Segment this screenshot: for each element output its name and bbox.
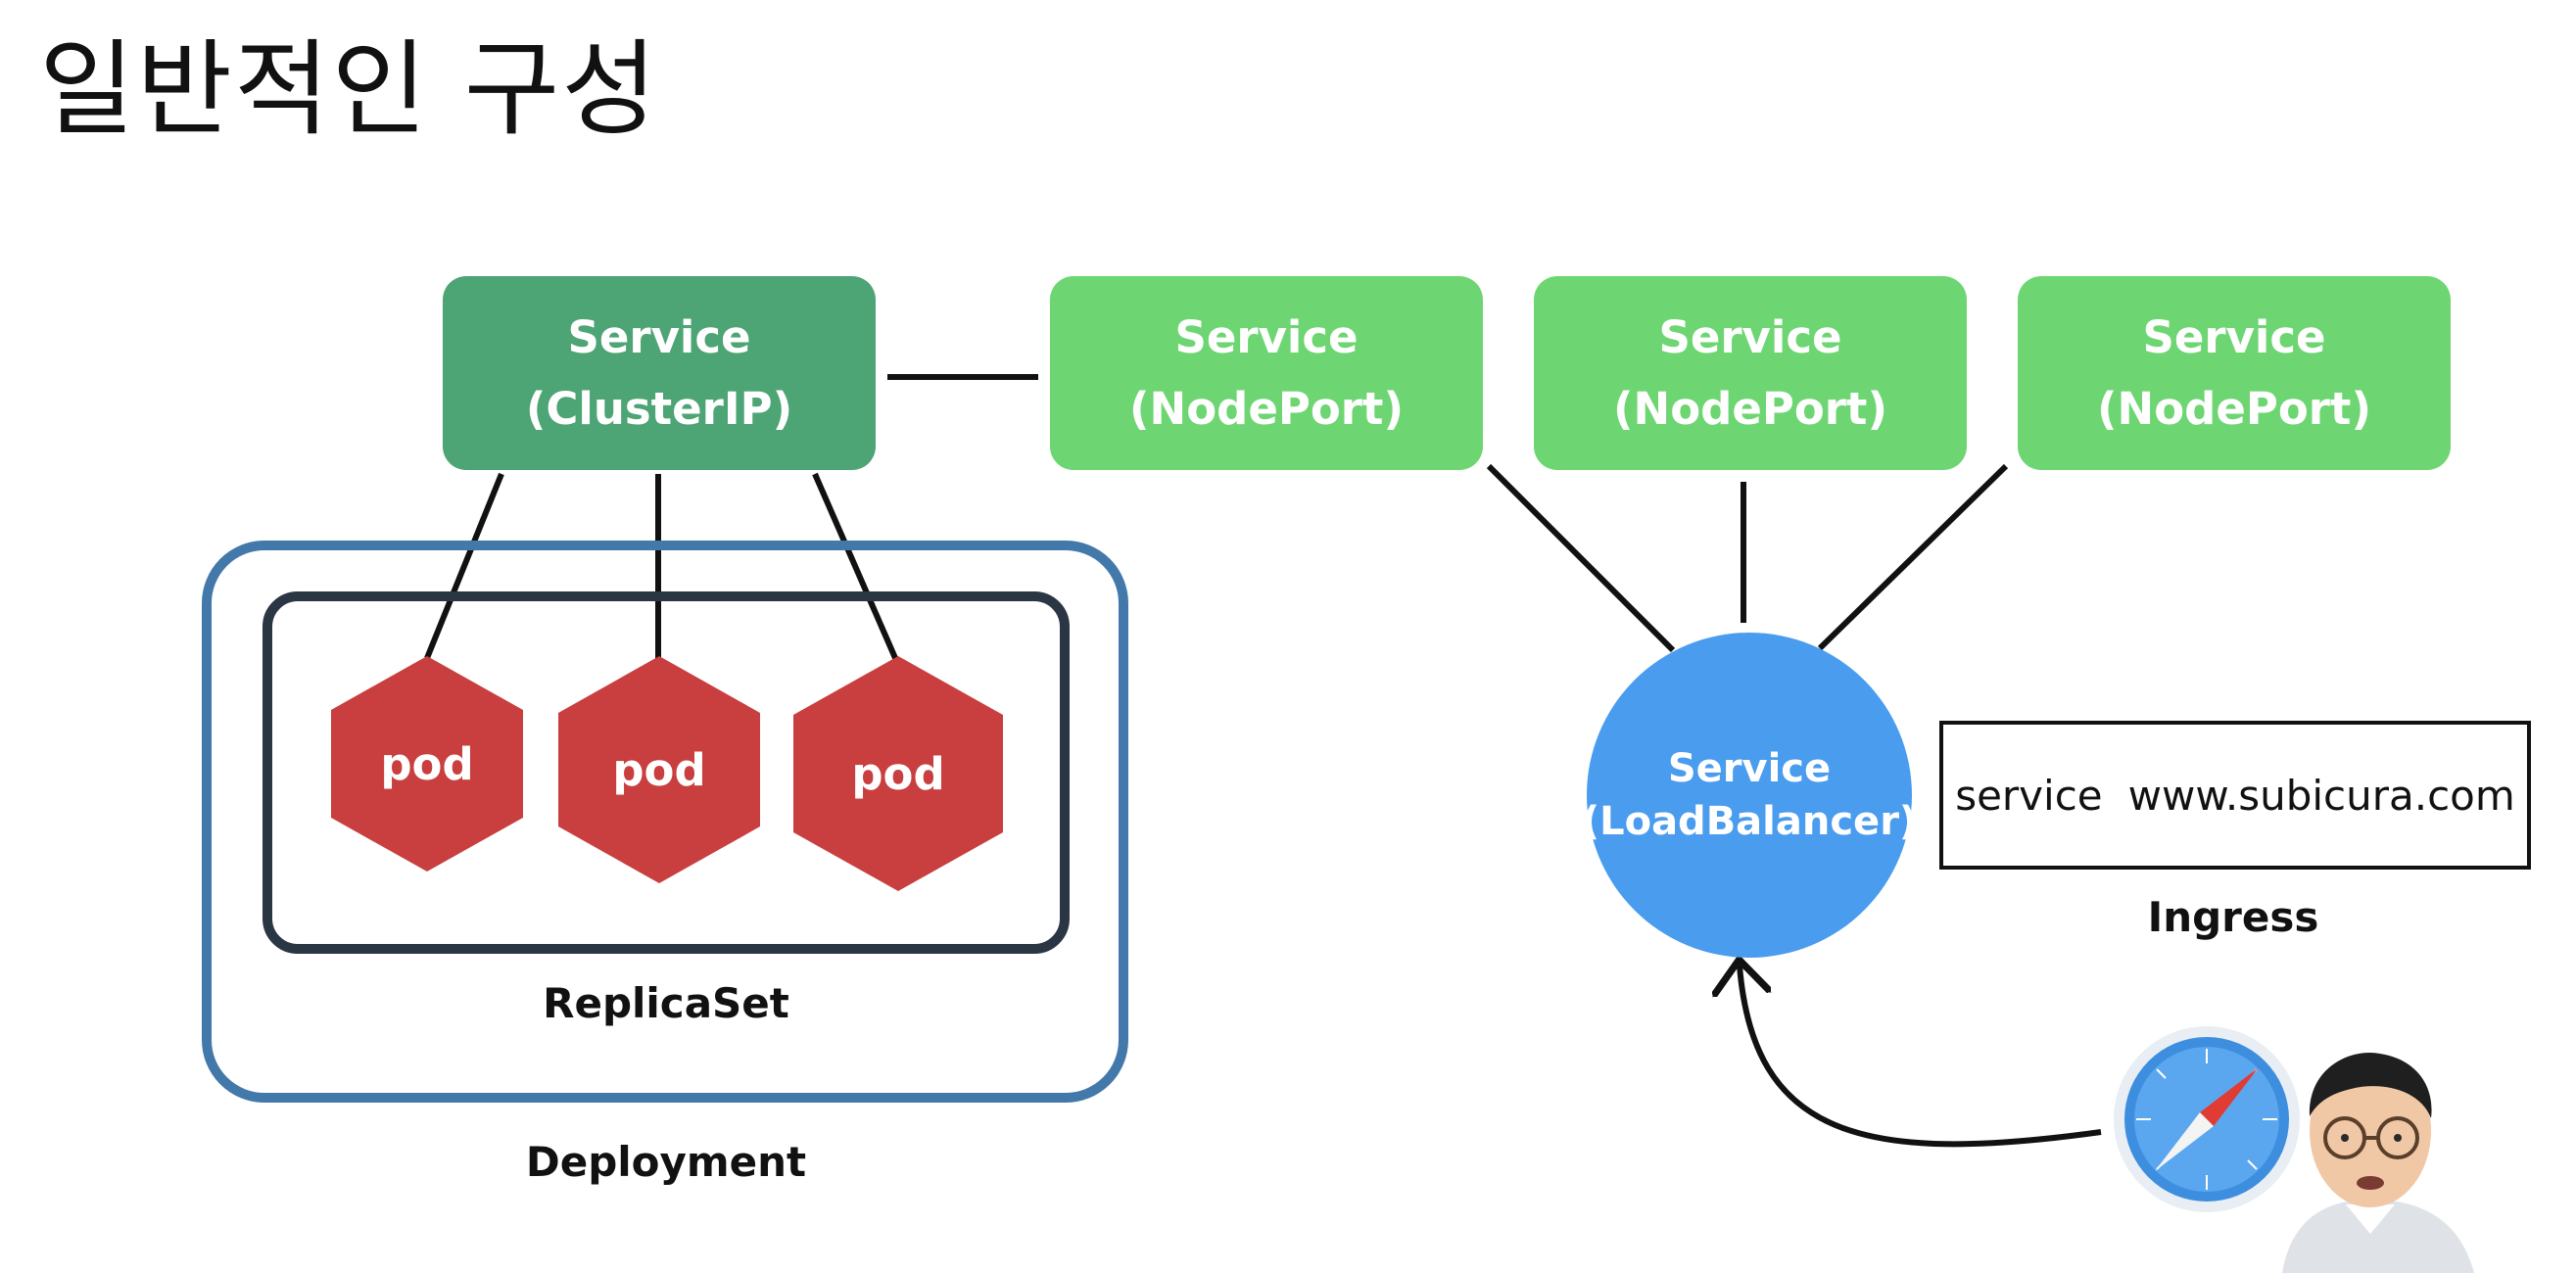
- service-nodeport-2-line1: Service: [1658, 311, 1842, 363]
- nodeport1-to-lb-line: [1486, 463, 1676, 653]
- pod-label-3: pod: [851, 747, 945, 800]
- browser-to-lb-arrow: [1740, 966, 2102, 1148]
- service-nodeport-box-3: Service (NodePort): [2018, 276, 2451, 470]
- ingress-service-word: service: [1955, 771, 2103, 820]
- presenter-avatar: [2282, 1052, 2474, 1273]
- service-clusterip-box: Service (ClusterIP): [443, 276, 876, 470]
- replicaset-container: [262, 591, 1070, 954]
- cluster-to-pod3-line: [812, 472, 898, 660]
- pod-label-2: pod: [612, 743, 706, 796]
- page-title: 일반적인 구성: [39, 29, 659, 150]
- pod-hexagon-shape: [558, 656, 760, 883]
- service-nodeport-box-1: Service (NodePort): [1050, 276, 1483, 470]
- deployment-label: Deployment: [525, 1138, 807, 1186]
- pod-label-1: pod: [380, 737, 474, 790]
- ingress-host: www.subicura.com: [2127, 771, 2515, 820]
- service-loadbalancer-circle: Service (LoadBalancer): [1582, 633, 1917, 958]
- ingress-label: Ingress: [2147, 893, 2319, 941]
- service-nodeport-3-line1: Service: [2142, 311, 2326, 363]
- service-clusterip-line2: (ClusterIP): [525, 383, 793, 435]
- pod-hexagon-2: pod: [558, 656, 760, 883]
- service-nodeport-1-line2: (NodePort): [1128, 383, 1405, 435]
- cluster-to-pod1-line: [424, 472, 504, 660]
- pod-hexagon-shape: [331, 656, 523, 872]
- deployment-container: [202, 541, 1128, 1103]
- replicaset-label: ReplicaSet: [543, 979, 789, 1027]
- service-nodeport-3-line2: (NodePort): [2096, 383, 2372, 435]
- service-nodeport-box-2: Service (NodePort): [1534, 276, 1967, 470]
- pod-hexagon-1: pod: [331, 656, 523, 872]
- service-clusterip-line1: Service: [567, 311, 751, 363]
- nodeport3-to-lb-line: [1817, 463, 2009, 651]
- compass-browser-icon: [2114, 1026, 2300, 1212]
- service-nodeport-2-line2: (NodePort): [1612, 383, 1888, 435]
- service-loadbalancer-line2: (LoadBalancer): [1581, 799, 1918, 844]
- pod-hexagon-shape: [793, 656, 1003, 891]
- pod-hexagon-3: pod: [793, 656, 1003, 891]
- service-nodeport-1-line1: Service: [1174, 311, 1359, 363]
- service-loadbalancer-line1: Service: [1667, 746, 1832, 791]
- ingress-rule-box: service www.subicura.com: [1939, 721, 2531, 870]
